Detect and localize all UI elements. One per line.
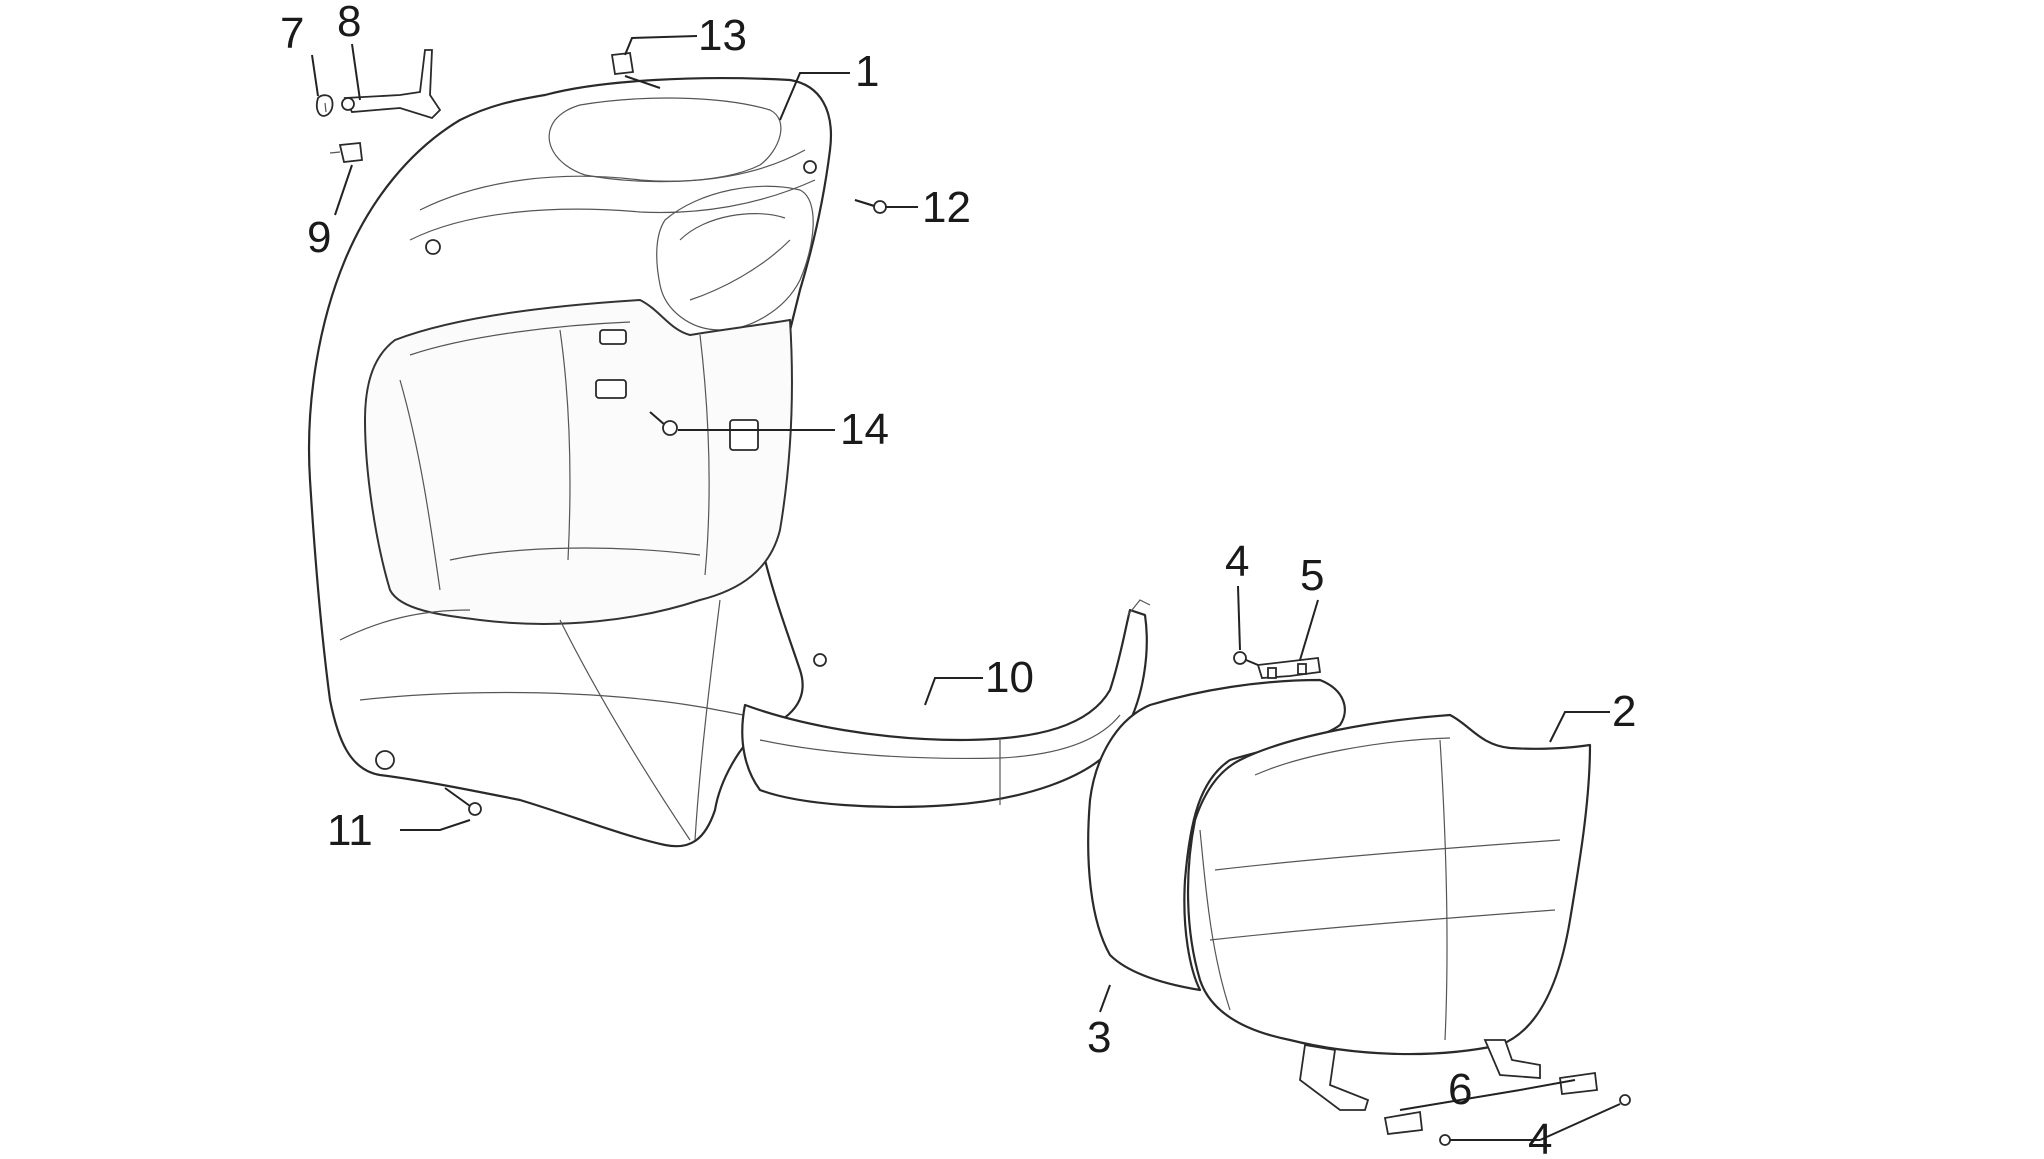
lock-bracket-part-8 (341, 49, 442, 120)
rear-cover-part-2 (1186, 713, 1592, 1111)
label-12: 12 (922, 183, 971, 232)
label-4-upper: 4 (1225, 537, 1249, 586)
front-leg-shield-part (307, 77, 833, 848)
label-2: 2 (1612, 687, 1636, 736)
label-4-lower: 4 (1528, 1115, 1552, 1159)
label-9: 9 (307, 213, 331, 262)
screw-part-12 (854, 199, 887, 214)
label-1: 1 (855, 47, 879, 96)
screw-part-14 (649, 411, 678, 436)
clips-part-6 (1383, 1071, 1598, 1135)
label-10: 10 (985, 653, 1034, 702)
label-14: 14 (840, 405, 889, 454)
screw-part-4-upper (1233, 651, 1259, 666)
label-8: 8 (337, 0, 361, 46)
label-7: 7 (280, 9, 304, 58)
key-part-7 (315, 94, 334, 117)
lower-center-panel-part (741, 599, 1151, 808)
clip-part-13 (610, 52, 635, 75)
label-13: 13 (698, 11, 747, 60)
label-11: 11 (327, 806, 373, 855)
screw-part-11 (444, 787, 482, 816)
rear-cover-part-3 (1087, 678, 1346, 992)
label-5: 5 (1300, 551, 1324, 600)
label-3: 3 (1087, 1013, 1111, 1062)
bracket-part-5 (1256, 657, 1322, 679)
leader-lines (311, 35, 1621, 1141)
label-6: 6 (1448, 1065, 1472, 1114)
lock-cylinder-part-9 (329, 142, 363, 163)
